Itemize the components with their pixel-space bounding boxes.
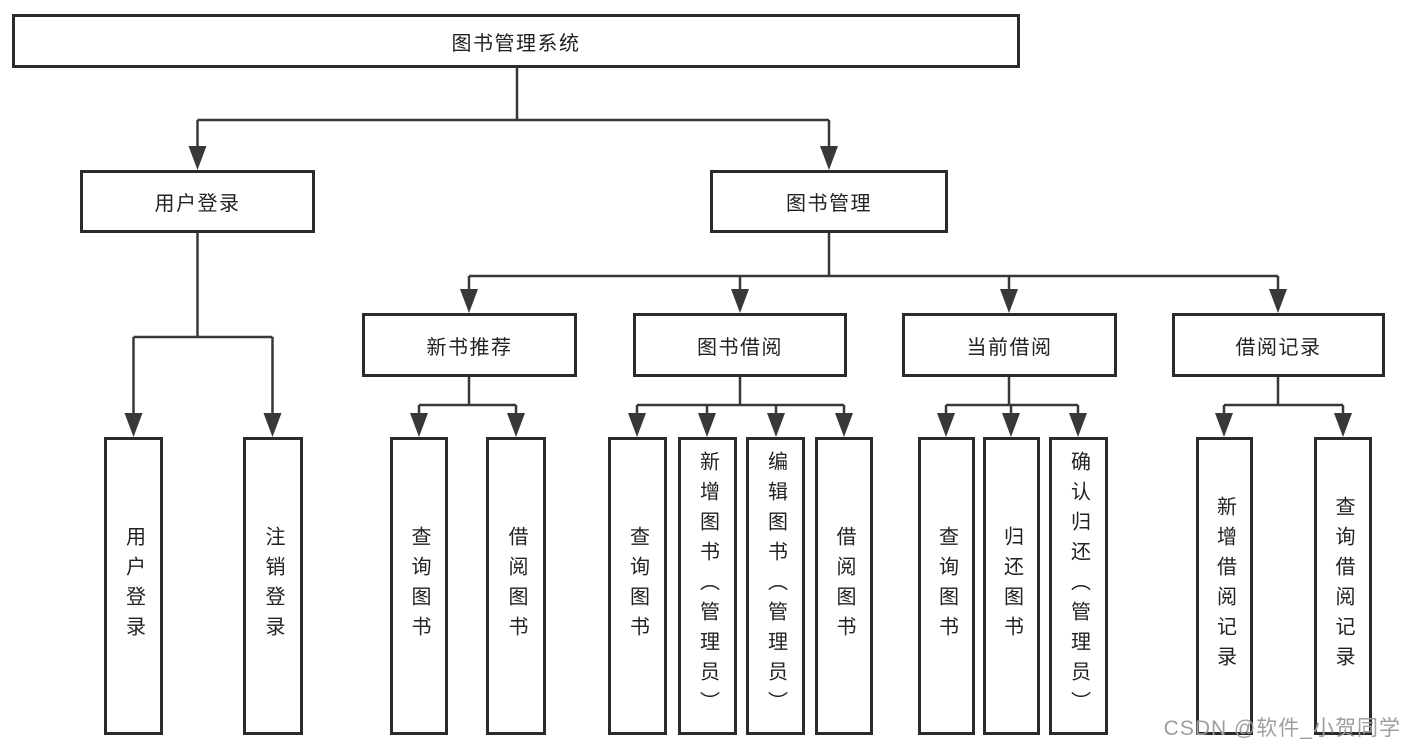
leaf-cb-confirm-return-label: 确认归还（管理员） — [1067, 451, 1090, 721]
node-borrow-records: 借阅记录 — [1172, 313, 1385, 377]
leaf-logout-label: 注销登录 — [262, 526, 284, 646]
leaf-rec-query-book: 查询图书 — [390, 437, 448, 735]
arrowhead — [460, 289, 478, 313]
arrowhead — [1334, 413, 1352, 437]
node-borrow-records-label: 借阅记录 — [1235, 336, 1322, 359]
arrowhead — [1215, 413, 1233, 437]
leaf-cb-query-book-label: 查询图书 — [935, 526, 958, 646]
arrowhead — [1000, 289, 1018, 313]
leaf-user-login: 用户登录 — [104, 437, 163, 735]
leaf-bb-add-book: 新增图书（管理员） — [678, 437, 737, 735]
node-book-management: 图书管理 — [710, 170, 948, 233]
csdn-watermark: CSDN @软件_小贺同学 — [1163, 717, 1401, 740]
leaf-cb-query-book: 查询图书 — [918, 437, 975, 735]
connector-paths — [132, 68, 1345, 417]
leaf-bb-query-book: 查询图书 — [608, 437, 667, 735]
arrowhead — [188, 146, 207, 170]
arrowhead — [731, 289, 749, 313]
leaf-rec-borrow-book: 借阅图书 — [486, 437, 546, 735]
leaf-cb-confirm-return: 确认归还（管理员） — [1049, 437, 1108, 735]
arrowhead — [1069, 413, 1087, 437]
node-new-book-recommend: 新书推荐 — [362, 313, 577, 377]
leaf-br-query-record: 查询借阅记录 — [1314, 437, 1372, 735]
arrowhead — [507, 413, 525, 437]
leaf-br-add-record-label: 新增借阅记录 — [1213, 496, 1236, 676]
node-user-login: 用户登录 — [80, 170, 315, 233]
node-root: 图书管理系统 — [12, 14, 1020, 68]
node-root-label: 图书管理系统 — [451, 32, 581, 55]
arrowhead — [937, 413, 955, 437]
leaf-logout: 注销登录 — [243, 437, 303, 735]
arrowhead — [1002, 413, 1020, 437]
leaf-bb-add-book-label: 新增图书（管理员） — [696, 451, 719, 721]
node-new-book-recommend-label: 新书推荐 — [426, 336, 513, 359]
node-current-borrow-label: 当前借阅 — [966, 336, 1053, 359]
leaf-br-query-record-label: 查询借阅记录 — [1332, 496, 1354, 676]
arrowhead — [1269, 289, 1287, 313]
arrowhead — [628, 413, 646, 437]
node-current-borrow: 当前借阅 — [902, 313, 1117, 377]
arrowheads — [124, 146, 1352, 437]
arrowhead — [124, 413, 143, 437]
leaf-cb-return-book-label: 归还图书 — [1000, 526, 1023, 646]
node-user-login-label: 用户登录 — [154, 193, 241, 215]
leaf-user-login-label: 用户登录 — [122, 526, 145, 646]
node-book-management-label: 图书管理 — [786, 193, 872, 215]
leaf-bb-borrow-book-label: 借阅图书 — [833, 526, 855, 646]
leaf-br-add-record: 新增借阅记录 — [1196, 437, 1253, 735]
leaf-bb-edit-book-label: 编辑图书（管理员） — [764, 451, 787, 721]
leaf-cb-return-book: 归还图书 — [983, 437, 1040, 735]
leaf-rec-query-book-label: 查询图书 — [408, 526, 430, 646]
node-book-borrow-label: 图书借阅 — [697, 336, 783, 359]
leaf-bb-query-book-label: 查询图书 — [626, 526, 649, 646]
arrowhead — [820, 146, 838, 170]
arrowhead — [698, 413, 716, 437]
node-book-borrow: 图书借阅 — [633, 313, 847, 377]
leaf-bb-edit-book: 编辑图书（管理员） — [746, 437, 805, 735]
arrowhead — [767, 413, 785, 437]
arrowhead — [410, 413, 428, 437]
leaf-bb-borrow-book: 借阅图书 — [815, 437, 873, 735]
arrowhead — [263, 413, 282, 437]
leaf-rec-borrow-book-label: 借阅图书 — [505, 526, 527, 646]
arrowhead — [835, 413, 853, 437]
